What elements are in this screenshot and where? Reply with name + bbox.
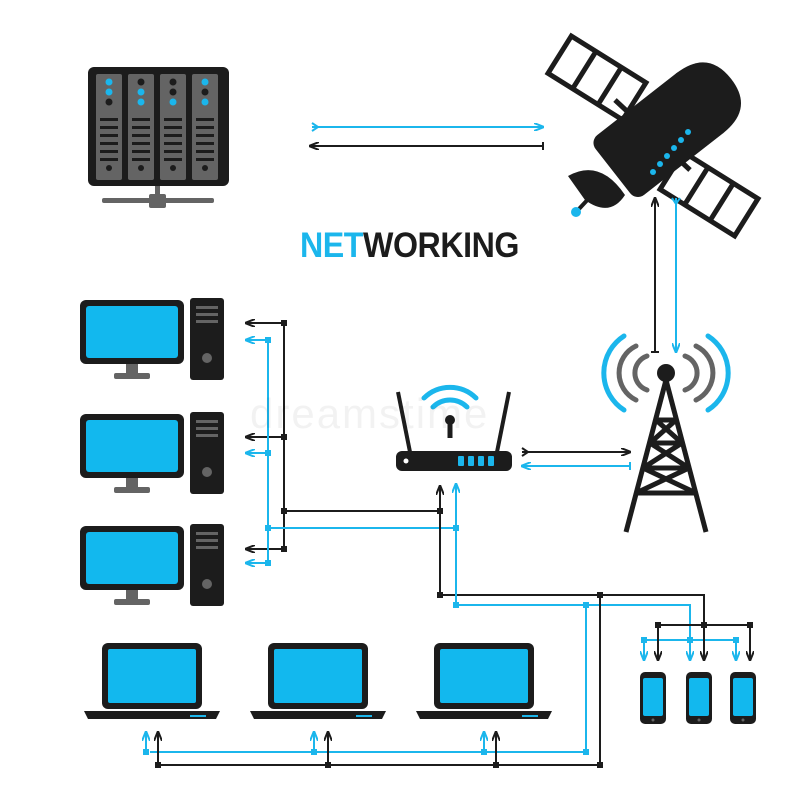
- laptop-1: [84, 643, 220, 719]
- cell-tower-icon: [601, 333, 731, 533]
- wifi-router-icon: [396, 384, 512, 471]
- smartphone-1: [640, 672, 666, 724]
- title-part-net: NET: [300, 226, 364, 265]
- satellite-tower-link: [651, 198, 681, 353]
- server-satellite-link: [310, 122, 544, 150]
- smartphone-icon: [640, 672, 666, 724]
- desktop-computer-icon: [80, 412, 224, 494]
- laptop-3: [416, 643, 552, 719]
- smartphone-3: [730, 672, 756, 724]
- satellite-icon: [544, 32, 762, 240]
- desktop-computer-2: [80, 412, 224, 494]
- diagram-title: NETWORKING: [300, 222, 519, 270]
- laptop-2: [250, 643, 386, 719]
- server-rack-icon: [88, 67, 229, 208]
- desktop-computer-3: [80, 524, 224, 606]
- distribution-nodes: [143, 592, 753, 768]
- desktop-computer-1: [80, 298, 224, 380]
- router-tower-link: [522, 447, 631, 470]
- watermark: dreamstime: [250, 390, 490, 437]
- laptop-icon: [250, 643, 386, 719]
- desktop-computer-icon: [80, 524, 224, 606]
- smartphone-icon: [686, 672, 712, 724]
- smartphone-icon: [730, 672, 756, 724]
- laptop-icon: [84, 643, 220, 719]
- title-part-working: WORKING: [363, 226, 520, 265]
- laptop-icon: [416, 643, 552, 719]
- wiring-nodes: [265, 320, 459, 608]
- smartphone-2: [686, 672, 712, 724]
- desktop-computer-icon: [80, 298, 224, 380]
